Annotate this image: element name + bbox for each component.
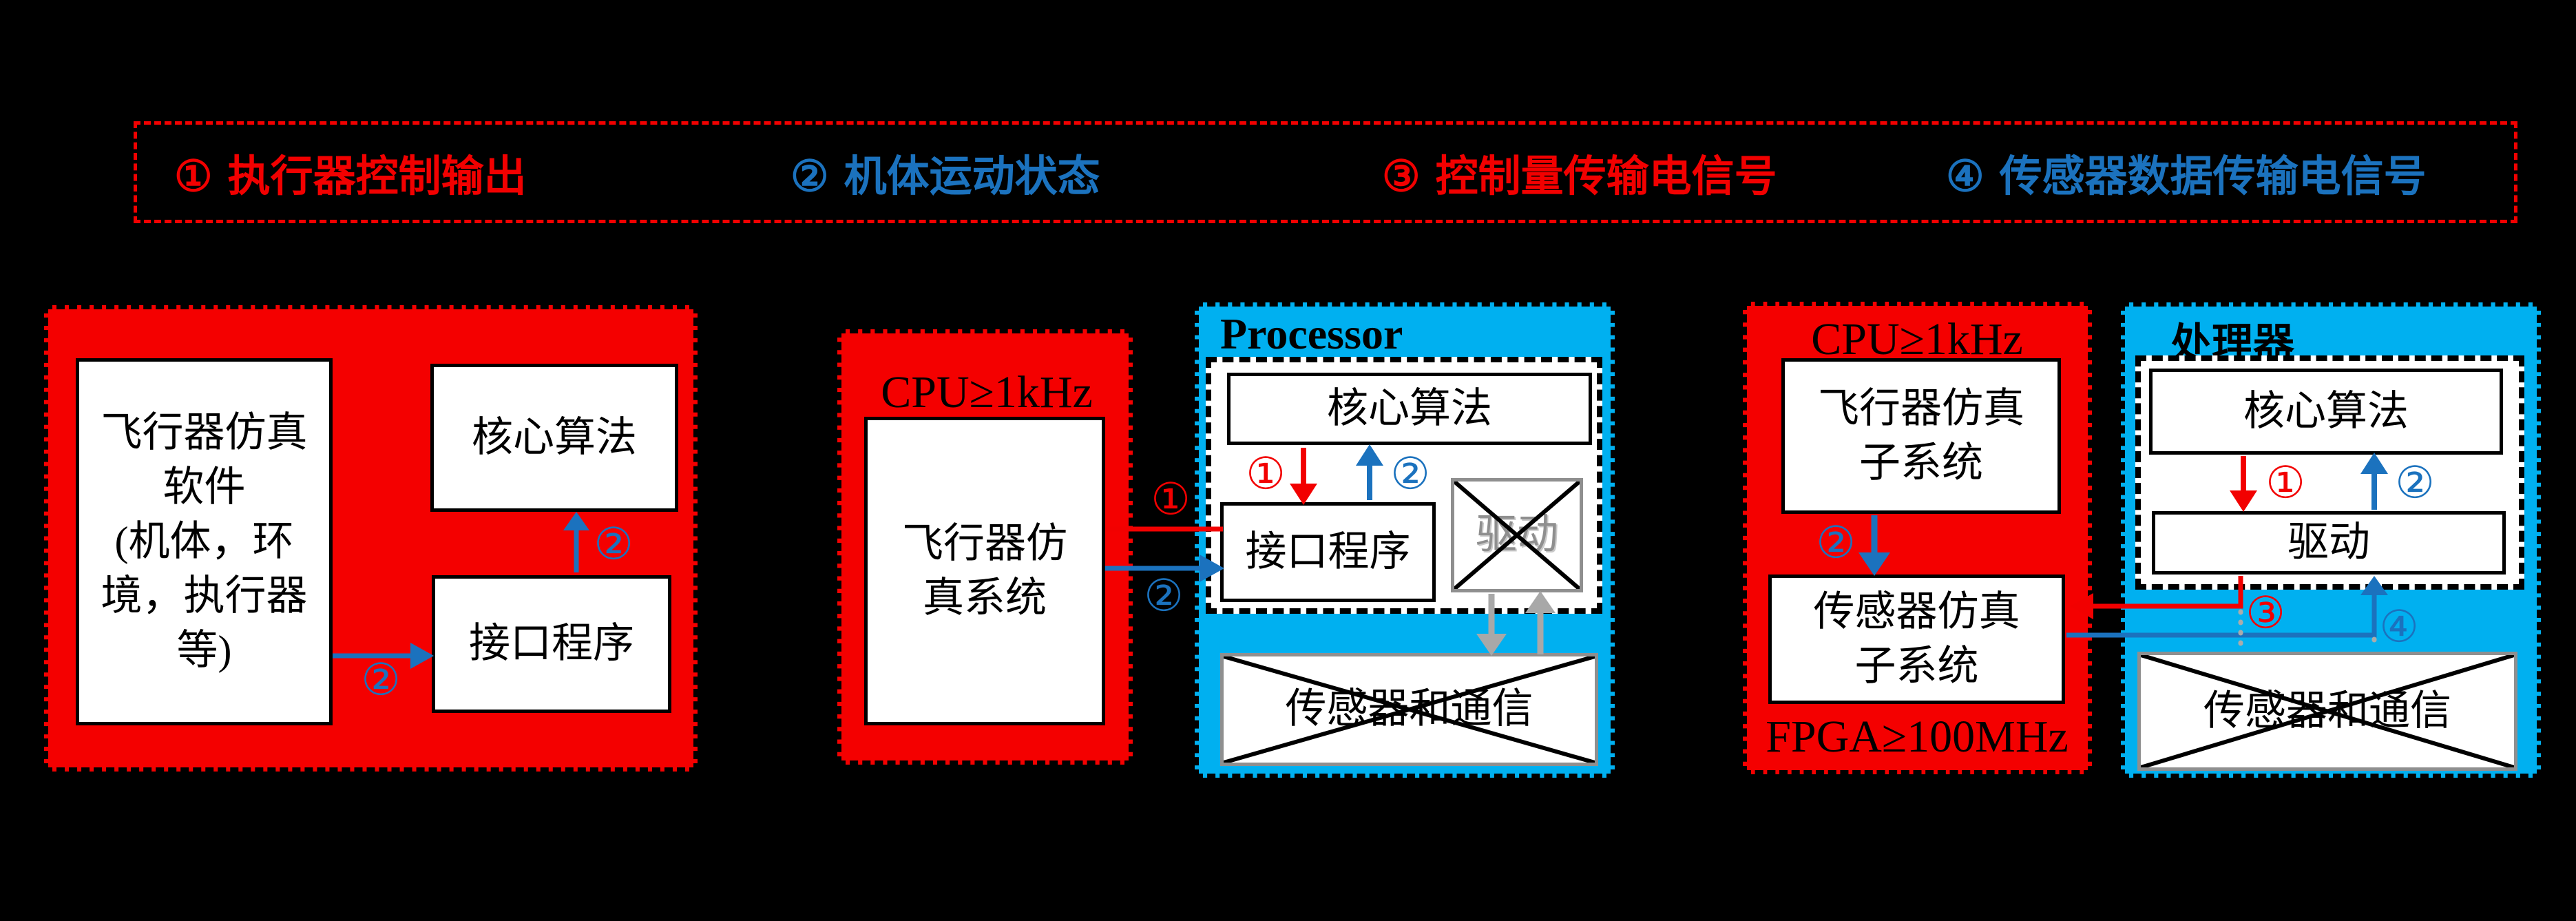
sensor-comm-box-processor-crossed: 传感器和通信: [1220, 653, 1598, 766]
algorithm-box-left-label: 核心算法: [472, 414, 637, 460]
label-1-processor: ①: [1246, 449, 1286, 499]
software-box: 飞行器仿真 软件 (机体，环 境，执行器 等): [76, 358, 333, 725]
algorithm-box-processor-label: 核心算法: [1327, 385, 1492, 431]
legend-item-1: ① 执行器控制输出: [174, 141, 527, 203]
legend-item-4: ④ 传感器数据传输电信号: [1946, 141, 2427, 203]
cpu-freq-label-sim: CPU≥1kHz: [881, 367, 1093, 417]
label-3-red-link: ③: [2245, 588, 2285, 638]
cross-out-icon: [2141, 655, 2514, 767]
label-2-left-vertical: ②: [594, 519, 633, 569]
cpu-freq-label-subsystem: CPU≥1kHz: [1811, 314, 2023, 364]
circled-1-icon: ①: [174, 154, 213, 200]
sim-system-box: 飞行器仿 真系统: [864, 417, 1105, 725]
algorithm-box-controller: 核心算法: [2149, 369, 2503, 455]
algorithm-box-left: 核心算法: [430, 364, 678, 512]
cross-out-icon: [1454, 482, 1580, 589]
circled-4-icon: ④: [1946, 154, 1985, 200]
driver-box-controller: 驱动: [2152, 511, 2506, 575]
legend-label-4: 传感器数据传输电信号: [1999, 154, 2427, 200]
interface-box-left: 接口程序: [432, 575, 671, 713]
legend-item-3: ③ 控制量传输电信号: [1382, 141, 1777, 203]
processor-title: Processor: [1220, 309, 1403, 358]
legend-label-1: 执行器控制输出: [227, 154, 527, 200]
label-2-processor: ②: [1390, 449, 1430, 499]
circled-2-icon: ②: [790, 154, 829, 200]
cross-out-icon: [1224, 656, 1595, 763]
driver-box-processor-crossed: 驱动: [1451, 478, 1583, 592]
label-1-sim-out: ①: [1151, 475, 1191, 524]
label-2-sim-out: ②: [1144, 571, 1184, 621]
label-2-subsystem: ②: [1816, 518, 1856, 568]
interface-box-left-label: 接口程序: [469, 621, 634, 667]
algorithm-box-controller-label: 核心算法: [2243, 388, 2409, 434]
driver-box-controller-label: 驱动: [2287, 519, 2370, 566]
legend-box: ① 执行器控制输出 ② 机体运动状态 ③ 控制量传输电信号 ④ 传感器数据传输电信号: [134, 121, 2517, 223]
interface-box-processor-label: 接口程序: [1245, 528, 1411, 575]
sensor-subsystem-box: 传感器仿真 子系统: [1768, 575, 2065, 704]
sensor-subsystem-box-label: 传感器仿真 子系统: [1813, 588, 2020, 689]
legend-item-2: ② 机体运动状态: [790, 141, 1100, 203]
flight-subsystem-box-label: 飞行器仿真 子系统: [1818, 385, 2024, 486]
software-box-label: 飞行器仿真 软件 (机体，环 境，执行器 等): [101, 409, 308, 674]
interface-box-processor: 接口程序: [1220, 502, 1436, 602]
legend-label-3: 控制量传输电信号: [1435, 154, 1777, 200]
legend-label-2: 机体运动状态: [844, 154, 1100, 200]
label-1-controller: ①: [2265, 458, 2305, 508]
sensor-comm-box-controller-crossed: 传感器和通信: [2137, 652, 2517, 771]
circled-3-icon: ③: [1382, 154, 1421, 200]
sim-system-box-label: 飞行器仿 真系统: [902, 520, 1067, 621]
algorithm-box-processor: 核心算法: [1227, 373, 1592, 445]
label-2-left-horizontal: ②: [361, 655, 401, 705]
fpga-freq-label: FPGA≥100MHz: [1766, 712, 2069, 762]
label-4-blue-link: ④: [2379, 602, 2419, 652]
flight-subsystem-box: 飞行器仿真 子系统: [1781, 358, 2061, 514]
label-2-controller: ②: [2395, 458, 2435, 508]
